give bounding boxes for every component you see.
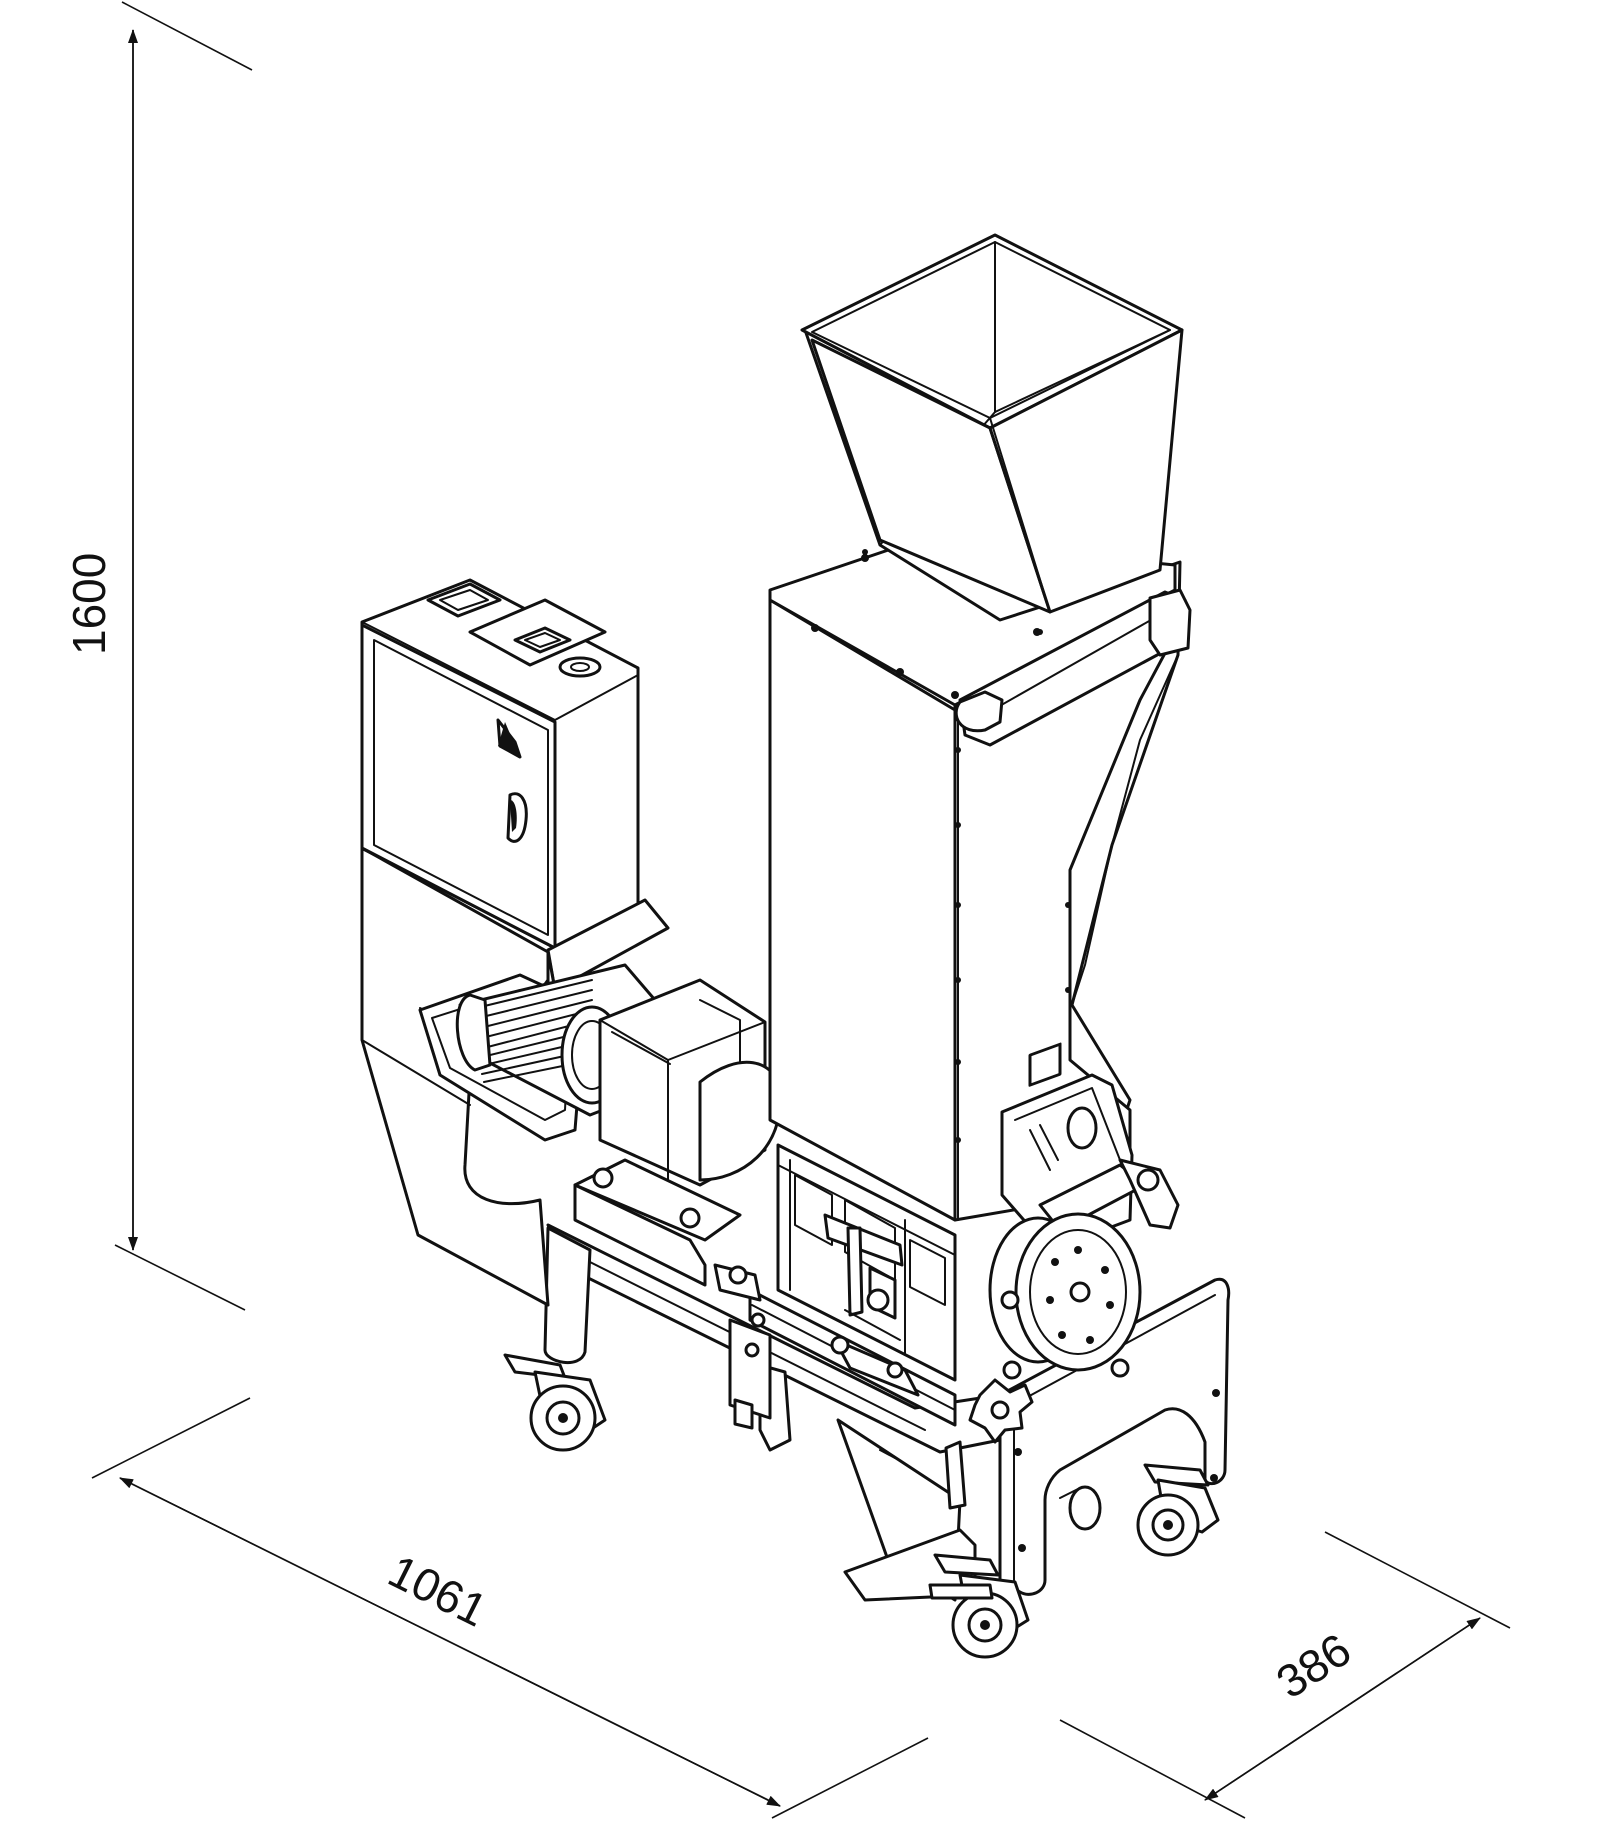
hopper <box>800 233 1184 635</box>
caster-front-right <box>1136 1463 1220 1557</box>
cutting-chamber <box>968 1073 1180 1444</box>
hopper-handle <box>954 588 1192 747</box>
dimension-width: 386 <box>1059 1531 1511 1819</box>
gearbox <box>573 978 782 1287</box>
dimension-height-label: 1600 <box>63 553 115 655</box>
dimension-length: 1061 <box>91 1397 929 1819</box>
caster-front-left <box>928 1553 1030 1659</box>
dimension-height: 1600 <box>63 1 253 1311</box>
bottom-rail-mechanism <box>713 1263 967 1510</box>
dimension-width-label: 386 <box>1267 1623 1360 1708</box>
control-cabinet <box>360 578 670 1307</box>
screen-cassette <box>776 1143 957 1382</box>
caster-rear-left <box>503 1353 607 1452</box>
dimension-length-label: 1061 <box>381 1544 496 1636</box>
